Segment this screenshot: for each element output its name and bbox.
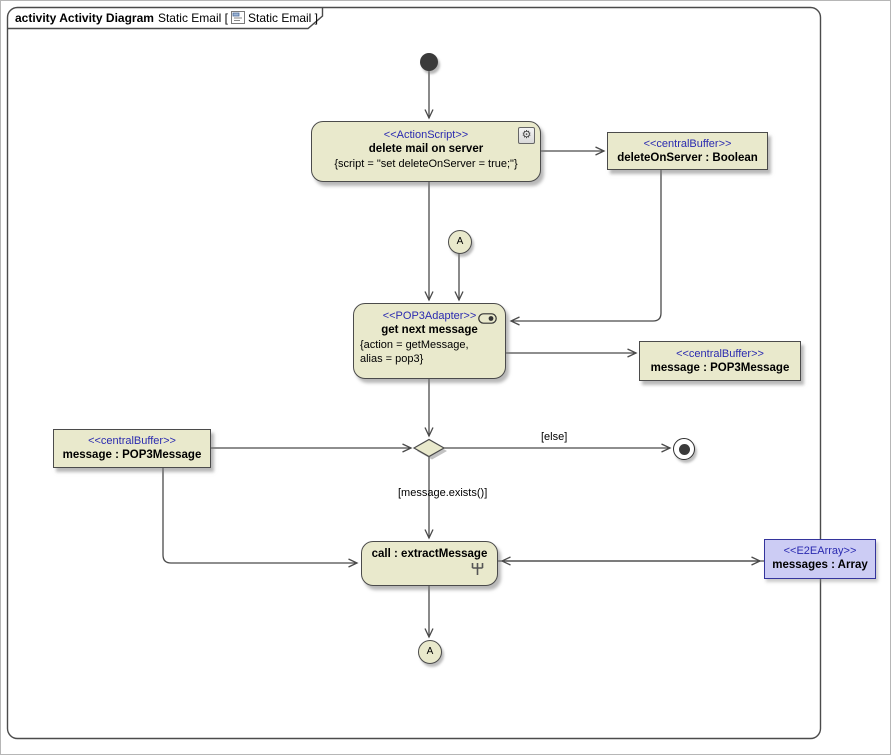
buffer-name: message : POP3Message <box>650 362 790 374</box>
diagram-frame <box>6 6 822 740</box>
action-name: call : extractMessage <box>371 548 488 560</box>
activity-diagram-icon <box>230 11 245 27</box>
buffer-name: message : POP3Message <box>62 449 202 461</box>
edge-bufferdelete-to-get <box>509 170 662 326</box>
centralbuffer-message-left[interactable]: <<centralBuffer>> message : POP3Message <box>53 429 211 468</box>
centralbuffer-deleteonserver[interactable]: <<centralBuffer>> deleteOnServer : Boole… <box>607 132 768 170</box>
action-call-extractmessage[interactable]: call : extractMessage <box>361 541 498 586</box>
stereotype-label: <<centralBuffer>> <box>643 138 732 150</box>
action-get-next-message[interactable]: <<POP3Adapter>> get next message {action… <box>353 303 506 379</box>
stereotype-label: <<centralBuffer>> <box>88 435 176 447</box>
final-node-dot <box>678 443 690 455</box>
decision-node[interactable] <box>412 438 446 458</box>
buffer-name: messages : Array <box>772 559 868 571</box>
e2earray-messages[interactable]: <<E2EArray>> messages : Array <box>764 539 876 579</box>
action-body: {script = "set deleteOnServer = true;"} <box>334 158 518 170</box>
action-name: delete mail on server <box>368 143 484 155</box>
centralbuffer-message-right[interactable]: <<centralBuffer>> message : POP3Message <box>639 341 801 381</box>
adapter-port-icon <box>478 311 497 329</box>
action-body-line1: {action = getMessage, <box>360 339 469 351</box>
frame-header-kind: activity Activity Diagram <box>15 11 154 25</box>
connector-a-top[interactable]: A <box>448 230 472 254</box>
guard-message-exists: [message.exists()] <box>398 487 488 499</box>
rake-icon <box>470 562 485 581</box>
frame-header-close: Static Email ] <box>247 11 319 25</box>
action-body-line2: alias = pop3} <box>360 353 424 365</box>
stereotype-label: <<E2EArray>> <box>783 545 857 557</box>
initial-node[interactable] <box>420 53 438 71</box>
connector-a-bottom[interactable]: A <box>418 640 442 664</box>
connector-label: A <box>456 236 464 247</box>
stereotype-label: <<ActionScript>> <box>383 129 469 141</box>
action-name: get next message <box>381 324 478 336</box>
frame-header-name: Static Email [ <box>157 11 228 25</box>
action-delete-mail-on-server[interactable]: ⚙ <<ActionScript>> delete mail on server… <box>311 121 541 182</box>
guard-else: [else] <box>541 431 568 443</box>
activity-final-node[interactable] <box>673 438 695 460</box>
buffer-name: deleteOnServer : Boolean <box>617 152 758 164</box>
stereotype-label: <<POP3Adapter>> <box>382 310 477 322</box>
connector-label: A <box>426 646 434 657</box>
edge-buffermsg-left-to-extract <box>162 468 359 568</box>
gear-icon[interactable]: ⚙ <box>518 127 535 144</box>
stereotype-label: <<centralBuffer>> <box>676 348 764 360</box>
frame-header-border <box>8 8 324 30</box>
